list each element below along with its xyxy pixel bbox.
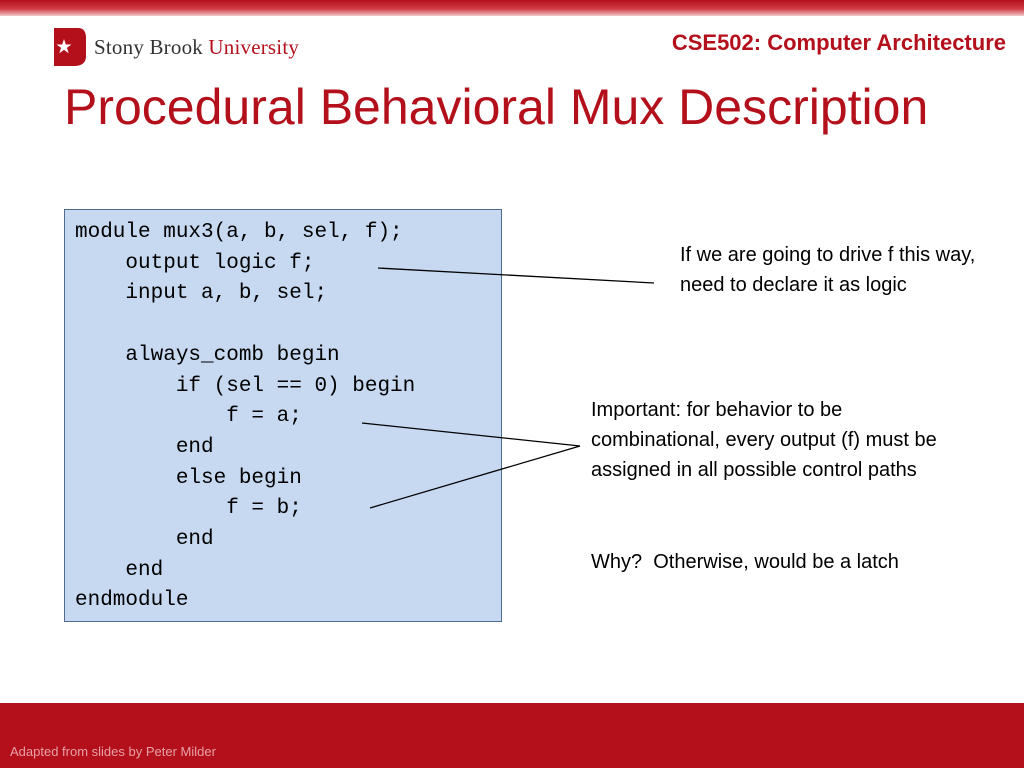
footer-credit: Adapted from slides by Peter Milder [10, 744, 216, 759]
logo-university: University [208, 34, 300, 59]
verilog-code: module mux3(a, b, sel, f); output logic … [75, 221, 416, 613]
university-logo: Stony Brook University [52, 26, 299, 68]
top-band [0, 0, 1024, 16]
note-combinational: Important: for behavior to be combinatio… [591, 399, 937, 481]
star-shield-icon [54, 28, 86, 66]
course-title: CSE502: Computer Architecture [671, 30, 1006, 55]
logo-brand: Stony Brook [94, 34, 203, 59]
slide-title: Procedural Behavioral Mux Description [64, 79, 929, 135]
note-latch: Why? Otherwise, would be a latch [591, 551, 899, 573]
code-box: module mux3(a, b, sel, f); output logic … [64, 209, 502, 622]
bottom-band [0, 703, 1024, 768]
note-declare-logic: If we are going to drive f this way, nee… [680, 244, 976, 296]
logo-wordmark: Stony Brook University [94, 35, 299, 60]
